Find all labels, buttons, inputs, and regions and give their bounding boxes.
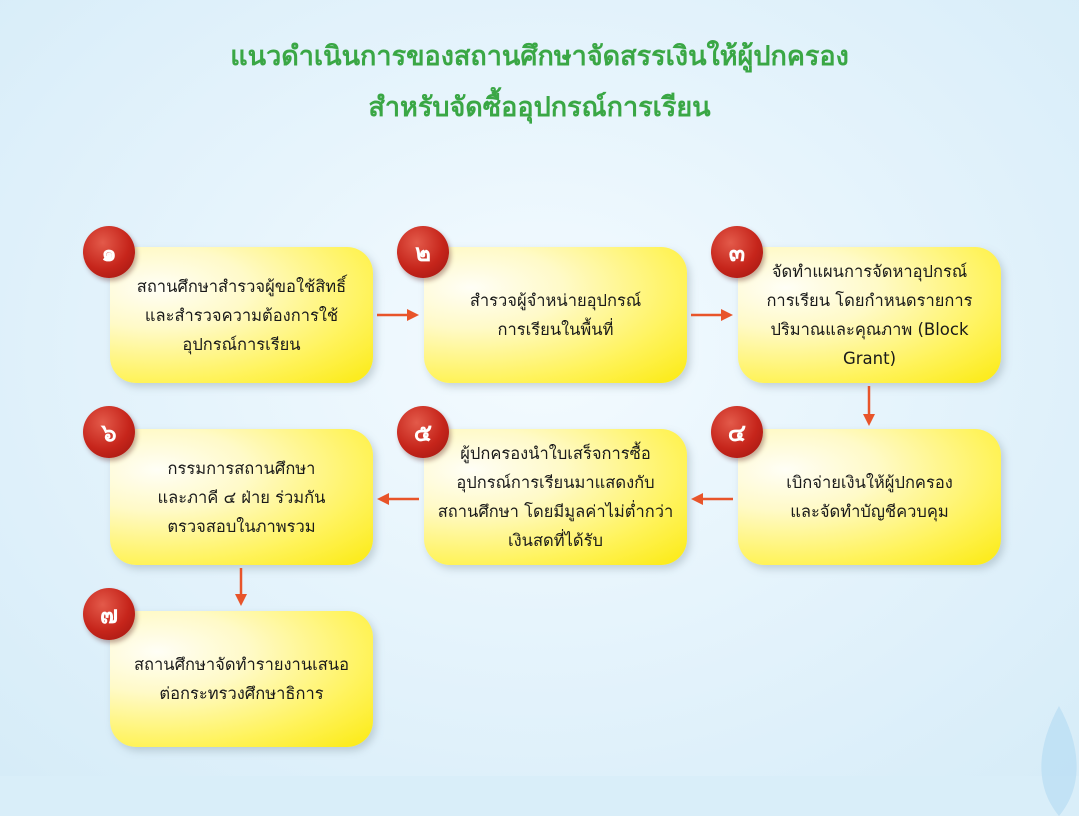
step-3-card: จัดทำแผนการจัดหาอุปกรณ์ การเรียน โดยกำหน… [738,247,1001,383]
step-7-card: สถานศึกษาจัดทำรายงานเสนอ ต่อกระทรวงศึกษา… [110,611,373,747]
step-4-text: เบิกจ่ายเงินให้ผู้ปกครอง และจัดทำบัญชีคว… [786,473,953,521]
arrow-step1-to-step2 [377,309,419,321]
leaf-decoration [1041,706,1077,816]
step-7-badge: ๗ [83,588,135,640]
arrow-step6-to-step7 [235,568,247,606]
step-6-text: กรรมการสถานศึกษา และภาคี ๔ ฝ่าย ร่วมกัน … [157,458,326,536]
arrow-step2-to-step3 [691,309,733,321]
step-4-card: เบิกจ่ายเงินให้ผู้ปกครอง และจัดทำบัญชีคว… [738,429,1001,565]
step-1-badge: ๑ [83,226,135,278]
arrow-step4-to-step5 [691,493,733,505]
step-3-text: จัดทำแผนการจัดหาอุปกรณ์ การเรียน โดยกำหน… [766,262,973,368]
step-5-badge: ๕ [397,406,449,458]
step-3-badge: ๓ [711,226,763,278]
step-4-badge: ๔ [711,406,763,458]
step-5-text: ผู้ปกครองนำใบเสร็จการซื้อ อุปกรณ์การเรีย… [437,444,674,550]
step-2-card: สำรวจผู้จำหน่ายอุปกรณ์ การเรียนในพื้นที่ [424,247,687,383]
step-2-badge: ๒ [397,226,449,278]
page-title-line-2: สำหรับจัดซื้ออุปกรณ์การเรียน [368,92,711,123]
step-1-text: สถานศึกษาสำรวจผู้ขอใช้สิทธิ์ และสำรวจควา… [136,276,347,354]
step-5-card: ผู้ปกครองนำใบเสร็จการซื้อ อุปกรณ์การเรีย… [424,429,687,565]
arrow-step3-to-step4 [863,386,875,426]
step-7-text: สถานศึกษาจัดทำรายงานเสนอ ต่อกระทรวงศึกษา… [133,655,350,703]
arrow-step5-to-step6 [377,493,419,505]
step-1-card: สถานศึกษาสำรวจผู้ขอใช้สิทธิ์ และสำรวจควา… [110,247,373,383]
page-title-line-1: แนวดำเนินการของสถานศึกษาจัดสรรเงินให้ผู้… [230,41,849,72]
step-6-card: กรรมการสถานศึกษา และภาคี ๔ ฝ่าย ร่วมกัน … [110,429,373,565]
step-6-badge: ๖ [83,406,135,458]
step-2-text: สำรวจผู้จำหน่ายอุปกรณ์ การเรียนในพื้นที่ [469,291,642,339]
